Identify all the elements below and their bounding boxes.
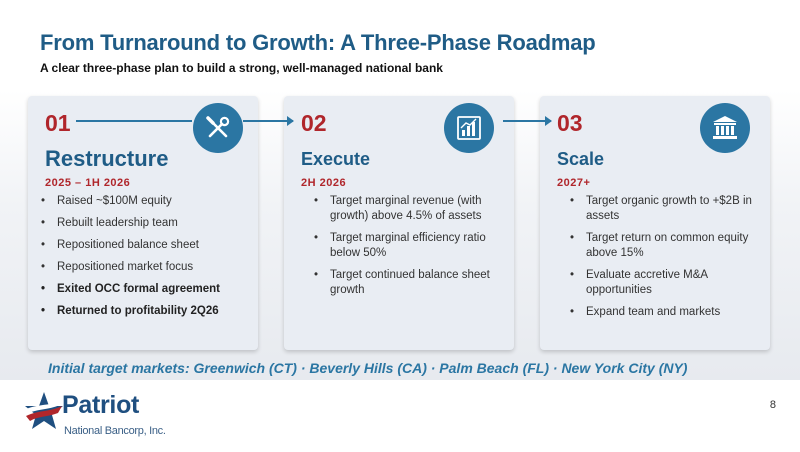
phase-bullets: Raised ~$100M equity Rebuilt leadership … bbox=[38, 194, 253, 326]
bullet-item: Target marginal revenue (with growth) ab… bbox=[311, 194, 501, 224]
phase-dates: 2H 2026 bbox=[301, 177, 347, 189]
star-logo-icon bbox=[24, 392, 63, 429]
logo-name: Patriot bbox=[62, 391, 140, 419]
bullet-item: Expand team and markets bbox=[567, 305, 757, 320]
bullet-item: Exited OCC formal agreement bbox=[38, 282, 253, 297]
phase-card-execute: 02 Execute 2H 2026 Target marginal reven… bbox=[284, 96, 514, 350]
bullet-item: Target return on common equity above 15% bbox=[567, 231, 757, 261]
bullet-item: Target marginal efficiency ratio below 5… bbox=[311, 231, 501, 261]
phase-bullets: Target marginal revenue (with growth) ab… bbox=[311, 194, 501, 305]
bullet-item: Evaluate accretive M&A opportunities bbox=[567, 268, 757, 298]
phase-bullets: Target organic growth to +$2B in assets … bbox=[567, 194, 757, 327]
phase-number: 01 bbox=[45, 110, 71, 136]
bar-chart-icon bbox=[444, 103, 494, 153]
connector-line bbox=[76, 120, 192, 122]
phase-name: Execute bbox=[301, 149, 371, 169]
phase-card-scale: 03 Scale 2027+ Target organic growth to … bbox=[540, 96, 770, 350]
page-title: From Turnaround to Growth: A Three-Phase… bbox=[40, 30, 596, 55]
target-markets: Initial target markets: Greenwich (CT) ·… bbox=[48, 360, 688, 376]
bullet-item: Repositioned balance sheet bbox=[38, 238, 253, 253]
phase-card-restructure: 01 Restructure 2025 – 1H 2026 Raised ~$1… bbox=[28, 96, 258, 350]
bullet-item: Repositioned market focus bbox=[38, 260, 253, 275]
tools-icon bbox=[193, 103, 243, 153]
phase-number: 02 bbox=[301, 110, 327, 136]
bullet-item: Rebuilt leadership team bbox=[38, 216, 253, 231]
company-logo: Patriot National Bancorp, Inc. bbox=[22, 388, 182, 444]
bullet-item: Target organic growth to +$2B in assets bbox=[567, 194, 757, 224]
logo-subtitle: National Bancorp, Inc. bbox=[64, 425, 166, 437]
page-number: 8 bbox=[769, 399, 776, 411]
bank-icon bbox=[700, 103, 750, 153]
connector-arrow bbox=[243, 116, 294, 126]
phase-dates: 2027+ bbox=[557, 177, 591, 189]
phase-name: Scale bbox=[557, 149, 605, 169]
bullet-item: Target continued balance sheet growth bbox=[311, 268, 501, 298]
phase-name: Restructure bbox=[45, 146, 169, 171]
page-subtitle: A clear three-phase plan to build a stro… bbox=[40, 61, 443, 75]
bullet-item: Raised ~$100M equity bbox=[38, 194, 253, 209]
phase-dates: 2025 – 1H 2026 bbox=[45, 177, 131, 189]
phase-number: 03 bbox=[557, 110, 583, 136]
connector-arrow bbox=[503, 116, 552, 126]
bullet-item: Returned to profitability 2Q26 bbox=[38, 304, 253, 319]
